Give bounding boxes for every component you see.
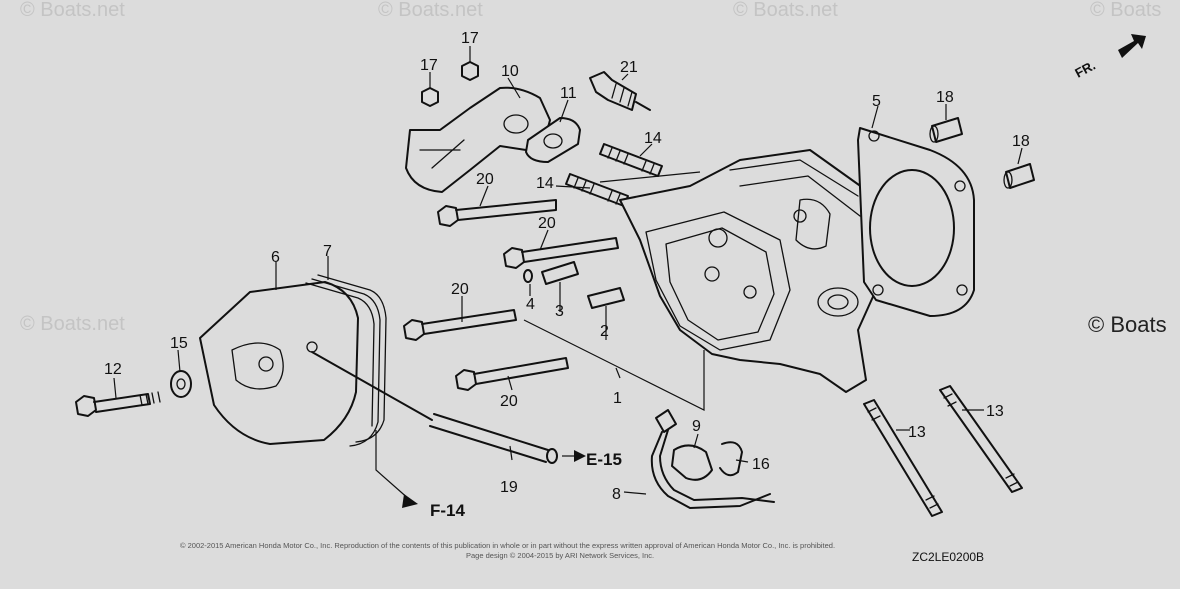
callout-8: 8 xyxy=(612,486,621,503)
diagram-code: ZC2LE0200B xyxy=(912,550,984,564)
callout-20-left: 20 xyxy=(451,281,469,298)
dowel-18-upper xyxy=(929,117,963,143)
copyright-line-2: Page design © 2004-2015 by ARI Network S… xyxy=(466,551,654,560)
bolt-20-top xyxy=(437,199,557,227)
f14-arrow xyxy=(402,494,418,508)
sensor-8 xyxy=(650,409,775,509)
bolt-20-middle xyxy=(503,237,619,269)
callout-3: 3 xyxy=(555,303,564,320)
dowel-pin-3 xyxy=(541,261,579,285)
cylinder-head xyxy=(619,149,881,393)
copyright-line-1: © 2002-2015 American Honda Motor Co., In… xyxy=(180,541,835,550)
callout-16: 16 xyxy=(752,456,770,473)
watermark-top-2: © Boats.net xyxy=(378,0,483,21)
bolt-20-bottom xyxy=(455,357,569,391)
callout-18-lower: 18 xyxy=(1012,133,1030,150)
callout-6: 6 xyxy=(271,249,280,266)
callout-9: 9 xyxy=(692,418,701,435)
watermark-top-1: © Boats.net xyxy=(20,0,125,21)
callout-20-bottom: 20 xyxy=(500,393,518,410)
callout-15: 15 xyxy=(170,335,188,352)
manifold-gasket-11 xyxy=(525,117,581,163)
callout-17-right: 17 xyxy=(461,30,479,47)
bolt-20-left xyxy=(403,309,517,341)
callout-4: 4 xyxy=(526,296,535,313)
callout-19: 19 xyxy=(500,479,518,496)
callout-7: 7 xyxy=(323,243,332,260)
o-ring-4 xyxy=(523,269,533,283)
bolt-12 xyxy=(75,391,161,417)
watermark-mid-2: © Boats xyxy=(1088,312,1167,337)
callout-20-top: 20 xyxy=(476,171,494,188)
head-gasket xyxy=(857,127,975,317)
callout-2: 2 xyxy=(600,323,609,340)
callout-13-right: 13 xyxy=(986,403,1004,420)
callout-20-middle: 20 xyxy=(538,215,556,232)
callout-14-lower: 14 xyxy=(536,175,554,192)
stud-13-left xyxy=(863,399,943,517)
clip-16 xyxy=(719,441,743,477)
callout-5: 5 xyxy=(872,93,881,110)
clamp-9 xyxy=(671,444,713,481)
stud-13-right xyxy=(939,385,1023,493)
leader-lines xyxy=(113,46,1023,501)
spark-plug xyxy=(589,71,651,111)
callout-17-left: 17 xyxy=(420,57,438,74)
callout-13-left: 13 xyxy=(908,424,926,441)
reference-e15[interactable]: E-15 xyxy=(586,450,622,469)
stud-14-lower xyxy=(565,173,629,207)
head-cover xyxy=(199,281,359,445)
callout-21: 21 xyxy=(620,59,638,76)
stud-14-upper xyxy=(599,143,663,177)
e15-arrow xyxy=(574,450,586,462)
watermark-mid-1: © Boats.net xyxy=(20,313,125,335)
breather-tube xyxy=(311,351,558,464)
washer-15 xyxy=(170,370,192,398)
callout-12: 12 xyxy=(104,361,122,378)
callout-11: 11 xyxy=(560,85,577,102)
dowel-18-lower xyxy=(1003,163,1035,189)
callout-18-upper: 18 xyxy=(936,89,954,106)
reference-f14[interactable]: F-14 xyxy=(430,501,466,520)
watermark-top-3: © Boats.net xyxy=(733,0,838,21)
nut-17-right xyxy=(461,61,479,81)
dowel-pin-2 xyxy=(587,287,625,309)
callout-1: 1 xyxy=(613,390,622,407)
watermark-top-4: © Boats xyxy=(1090,0,1161,21)
front-label: FR. xyxy=(1072,58,1098,81)
front-direction-arrow: FR. xyxy=(1072,34,1146,81)
head-cover-gasket xyxy=(305,274,387,447)
callout-10: 10 xyxy=(501,63,519,80)
nut-17-left xyxy=(421,87,439,107)
callout-14-upper: 14 xyxy=(644,130,662,147)
